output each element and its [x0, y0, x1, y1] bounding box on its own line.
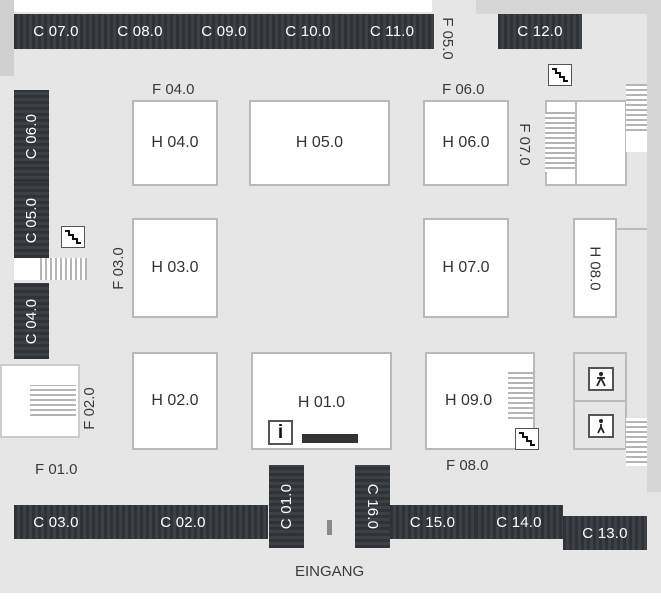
shelf-label: C 14.0	[496, 513, 542, 531]
shelf-c11[interactable]: C 11.0	[350, 14, 434, 49]
outer-notch-top-right	[432, 0, 476, 50]
room-label: H 05.0	[295, 134, 344, 151]
room-label: H 03.0	[151, 259, 199, 276]
shelf-c09[interactable]: C 09.0	[182, 14, 266, 49]
left-staircase	[37, 258, 87, 280]
shelf-label: C 08.0	[117, 23, 163, 40]
shelf-c12[interactable]: C 12.0	[498, 14, 582, 49]
shelf-label: C 04.0	[23, 298, 40, 344]
area-f03-label: F 03.0	[109, 247, 127, 290]
right-stair-divider	[575, 100, 577, 186]
shelf-c14[interactable]: C 14.0	[475, 505, 563, 539]
left-room-staircase	[30, 385, 76, 419]
room-label: H 08.0	[586, 245, 604, 291]
right-staircase	[545, 112, 575, 172]
room-h04[interactable]: H 04.0	[132, 100, 218, 186]
shelf-label: C 16.0	[364, 483, 381, 530]
shelf-label: C 02.0	[160, 513, 206, 531]
shelf-c07[interactable]: C 07.0	[14, 14, 98, 49]
room-label: H 06.0	[442, 134, 490, 151]
room-label: H 04.0	[151, 134, 199, 151]
left-corridor	[14, 258, 38, 280]
shelf-label: C 07.0	[33, 23, 79, 40]
shelf-label: C 15.0	[409, 513, 456, 531]
room-h02[interactable]: H 02.0	[132, 352, 218, 450]
area-f01-label: F 01.0	[35, 461, 78, 478]
room-label: H 01.0	[297, 394, 346, 411]
room-label: H 09.0	[445, 392, 493, 409]
h09-staircase	[508, 370, 533, 422]
shelf-c15[interactable]: C 15.0	[390, 505, 475, 539]
room-h08[interactable]: H 08.0	[573, 218, 617, 318]
entrance-marker	[327, 520, 332, 535]
stairs-icon	[61, 226, 85, 248]
restroom-divider	[573, 400, 627, 402]
shelf-label: C 11.0	[369, 23, 415, 40]
outer-wall-right	[647, 12, 661, 492]
shelf-c13[interactable]: C 13.0	[563, 516, 647, 550]
room-label: H 02.0	[151, 392, 199, 409]
restroom-female-icon[interactable]	[588, 414, 614, 438]
stairs-icon	[548, 64, 572, 86]
info-desk	[302, 434, 358, 443]
area-f05-label: F 05.0	[438, 17, 456, 60]
room-h03[interactable]: H 03.0	[132, 218, 218, 318]
shelf-c01[interactable]: C 01.0	[269, 465, 304, 548]
shelf-label: C 06.0	[23, 113, 40, 159]
shelf-label: C 03.0	[33, 513, 79, 531]
shelf-c05[interactable]: C 05.0	[14, 182, 49, 258]
room-label: H 07.0	[442, 259, 490, 276]
shelf-label: C 05.0	[23, 197, 40, 243]
room-h05[interactable]: H 05.0	[249, 100, 390, 186]
area-f08-label: F 08.0	[446, 457, 489, 474]
area-f06-label: F 06.0	[442, 81, 485, 98]
right-lower-staircase	[626, 418, 647, 466]
shelf-label: C 13.0	[582, 524, 628, 542]
shelf-label: C 10.0	[285, 23, 331, 40]
shelf-label: C 12.0	[517, 23, 563, 40]
shelf-c02[interactable]: C 02.0	[98, 505, 268, 539]
stairs-icon	[515, 428, 539, 450]
shelf-c10[interactable]: C 10.0	[266, 14, 350, 49]
shelf-label: C 09.0	[201, 23, 247, 40]
entrance-label: EINGANG	[295, 563, 365, 580]
shelf-c08[interactable]: C 08.0	[98, 14, 182, 49]
outer-notch-top-right2	[476, 0, 661, 14]
area-f04-label: F 04.0	[152, 81, 195, 98]
room-h07[interactable]: H 07.0	[423, 218, 509, 318]
restroom-male-icon[interactable]	[588, 367, 614, 391]
outer-wall-bottom	[0, 593, 661, 601]
room-h06[interactable]: H 06.0	[423, 100, 509, 186]
info-icon[interactable]: i	[268, 420, 293, 445]
h08-wall	[617, 228, 647, 230]
area-f07-label: F 07.0	[515, 123, 533, 166]
outer-wall-left	[0, 0, 14, 76]
shelf-c03[interactable]: C 03.0	[14, 505, 98, 539]
shelf-c16[interactable]: C 16.0	[355, 465, 390, 548]
shelf-c04[interactable]: C 04.0	[14, 283, 49, 359]
area-f02-label: F 02.0	[80, 387, 98, 430]
right-edge-staircase	[626, 84, 647, 134]
shelf-c06[interactable]: C 06.0	[14, 90, 49, 182]
right-edge-white	[626, 134, 647, 152]
shelf-label: C 01.0	[278, 483, 295, 530]
